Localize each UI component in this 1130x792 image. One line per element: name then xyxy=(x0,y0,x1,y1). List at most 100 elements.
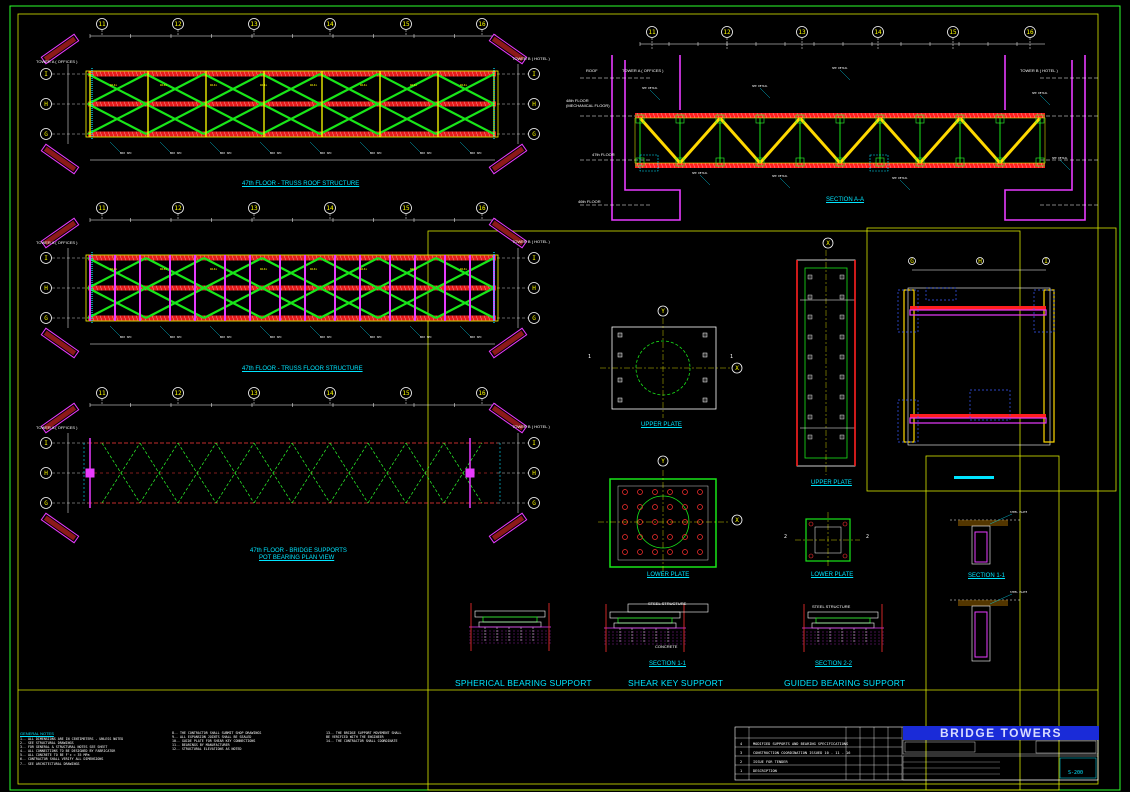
member-tag: BOX SEC xyxy=(170,151,182,155)
joint-hatch xyxy=(491,220,525,246)
beam-hatch xyxy=(303,71,307,77)
beam-hatch xyxy=(295,71,299,77)
beam-hatch xyxy=(231,131,235,137)
beam-hatch xyxy=(291,285,295,291)
diagonal-member xyxy=(958,117,1002,164)
grid-bubble-label: Y xyxy=(661,308,665,315)
beam-hatch xyxy=(996,112,1000,119)
beam-hatch xyxy=(740,112,744,119)
beam-hatch xyxy=(415,131,419,137)
beam-hatch xyxy=(459,101,463,107)
beam-hatch xyxy=(447,101,451,107)
beam-hatch xyxy=(323,255,327,261)
beam-hatch xyxy=(888,112,892,119)
beam-hatch xyxy=(852,162,856,169)
tower-a-label-roof: TOWER A ( OFFICES ) xyxy=(36,59,78,64)
beam-hatch xyxy=(211,255,215,261)
beam-hatch xyxy=(447,71,451,77)
detail-bottom-beam xyxy=(910,414,1046,418)
beam-hatch xyxy=(479,101,483,107)
callout-text: SEE DETAIL xyxy=(642,86,658,90)
member-tag: BOX SEC xyxy=(270,151,282,155)
beam-hatch xyxy=(676,112,680,119)
beam-hatch xyxy=(808,162,812,169)
beam-hatch xyxy=(419,285,423,291)
bolt-hole xyxy=(702,352,708,358)
detail-marker xyxy=(869,154,889,172)
beam-hatch xyxy=(483,255,487,261)
beam-hatch xyxy=(1024,162,1028,169)
beam-hatch xyxy=(652,112,656,119)
anchor-bolt xyxy=(637,504,643,510)
grid-bubble-label: H xyxy=(44,285,48,292)
beam-hatch xyxy=(876,112,880,119)
grid-bubble-label: I xyxy=(44,71,48,78)
beam-hatch xyxy=(423,131,427,137)
leader-line xyxy=(409,141,421,153)
beam-hatch xyxy=(103,101,107,107)
beam-hatch xyxy=(211,71,215,77)
beam-hatch xyxy=(347,255,351,261)
gusset-plate xyxy=(675,157,685,167)
joint-hatch xyxy=(491,146,525,172)
grid-bubble-label: 11 xyxy=(98,390,106,397)
roof-plan-title: 47th FLOOR - TRUSS ROOF STRUCTURE xyxy=(242,181,360,187)
member-tag: BOX SEC xyxy=(170,335,182,339)
beam-hatch xyxy=(219,255,223,261)
beam-hatch xyxy=(251,131,255,137)
beam-hatch xyxy=(335,131,339,137)
member-tag: W14x xyxy=(260,83,267,87)
beam-hatch xyxy=(247,101,251,107)
shear-key-title: SHEAR KEY SUPPORT xyxy=(628,678,724,688)
grid-column-bubble xyxy=(96,202,108,214)
beam-hatch xyxy=(103,131,107,137)
beam-hatch xyxy=(95,255,99,261)
anchor-bolt xyxy=(667,549,673,555)
gusset-plate xyxy=(715,114,725,124)
beam-hatch xyxy=(131,255,135,261)
beam-hatch xyxy=(111,71,115,77)
beam-hatch xyxy=(828,162,832,169)
beam-hatch xyxy=(840,112,844,119)
beam-hatch xyxy=(407,315,411,321)
beam-hatch xyxy=(175,285,179,291)
beam-hatch xyxy=(860,162,864,169)
anchor-bolt xyxy=(682,549,688,555)
grid-bubble-label: 15 xyxy=(402,390,410,397)
beam-hatch xyxy=(131,101,135,107)
beam-hatch xyxy=(1028,112,1032,119)
bolt-hole xyxy=(702,377,708,383)
beam-hatch xyxy=(335,71,339,77)
beam-hatch xyxy=(1036,112,1040,119)
beam-hatch xyxy=(403,315,407,321)
anchor-bolt xyxy=(652,534,658,540)
green-brace xyxy=(203,257,263,289)
beam-hatch xyxy=(191,255,195,261)
joint-hatch xyxy=(43,146,77,172)
beam-hatch xyxy=(283,285,287,291)
beam-hatch xyxy=(704,112,708,119)
beam-hatch xyxy=(487,315,491,321)
beam-hatch xyxy=(1040,112,1044,119)
beam-hatch xyxy=(940,112,944,119)
beam-hatch xyxy=(175,255,179,261)
note-line: 3.- FOR GENERAL & STRUCTURAL NOTES SEE S… xyxy=(20,745,108,750)
member-tag: BOX SEC xyxy=(320,335,332,339)
expansion-joint-marker xyxy=(488,402,528,434)
beam-hatch xyxy=(383,101,387,107)
bearing-body xyxy=(617,617,673,624)
detail-callout xyxy=(969,389,1011,421)
viewport-section-aa-detail xyxy=(866,227,1117,492)
guided-bearing-title: GUIDED BEARING SUPPORT xyxy=(784,678,906,688)
beam-hatch xyxy=(467,71,471,77)
beam-hatch xyxy=(195,285,199,291)
beam-hatch xyxy=(299,285,303,291)
beam-hatch xyxy=(792,162,796,169)
grid-column-bubble xyxy=(646,26,658,38)
grid-bubble-label: 12 xyxy=(723,29,731,36)
beam-hatch xyxy=(183,101,187,107)
red-chord-beam xyxy=(88,131,496,137)
